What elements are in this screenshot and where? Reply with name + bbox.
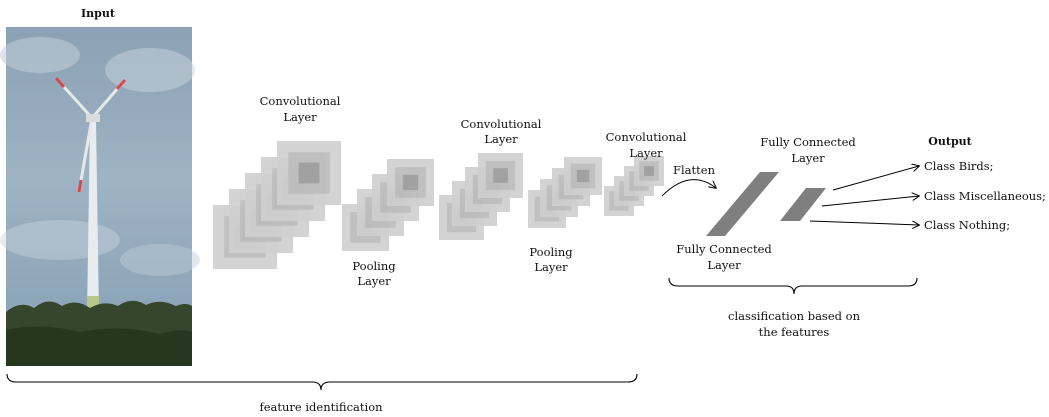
- feature-map: [387, 159, 434, 206]
- pool1-stack: [342, 159, 434, 251]
- feature-map: [478, 153, 523, 198]
- feature-identification-brace: [6, 373, 638, 391]
- input-header: Input: [81, 7, 116, 20]
- conv1-stack: [213, 141, 341, 269]
- feature-map: [277, 141, 341, 205]
- output-class-nothing: Class Nothing;: [924, 218, 1010, 232]
- receptive-field: [485, 160, 516, 191]
- receptive-field: [395, 167, 426, 198]
- output-arrow-nothing: [809, 220, 919, 225]
- receptive-field: [288, 152, 330, 194]
- output-arrow-birds: [832, 166, 919, 191]
- feature-map-stacks: [213, 141, 664, 269]
- kernel-region: [402, 174, 419, 191]
- classification-brace: [668, 277, 918, 295]
- receptive-field: [570, 163, 596, 189]
- output-arrow-miscellaneous: [821, 196, 919, 207]
- input-image: [0, 27, 200, 366]
- kernel-region: [298, 162, 320, 184]
- feature-map: [564, 157, 602, 195]
- flatten-arrow: [661, 179, 716, 197]
- receptive-field: [639, 161, 659, 181]
- kernel-region: [493, 168, 508, 183]
- conv2-stack: [439, 153, 523, 240]
- feature-map: [634, 156, 664, 186]
- feature-identification-label: feature identification: [259, 400, 383, 414]
- flatten-label: Flatten: [673, 163, 716, 177]
- output-header: Output: [928, 135, 972, 148]
- output-class-birds: Class Birds;: [924, 159, 994, 173]
- kernel-region: [576, 169, 590, 183]
- fully-connected-layer-1: [706, 172, 779, 236]
- output-class-miscellaneous: Class Miscellaneous;: [924, 189, 1046, 203]
- kernel-region: [644, 166, 654, 176]
- pool2-stack: [528, 157, 602, 228]
- fully-connected-layer-2: [780, 188, 826, 221]
- conv3-stack: [604, 156, 664, 216]
